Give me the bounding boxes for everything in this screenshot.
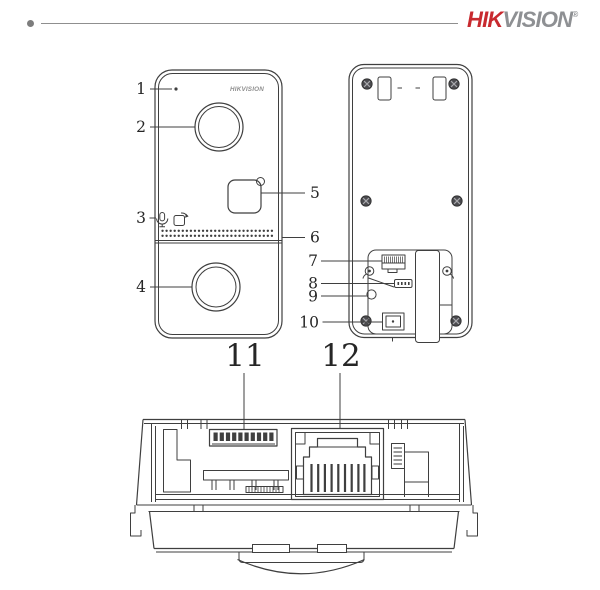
screws	[360, 78, 463, 327]
camera-lens	[194, 102, 244, 152]
bottom-cutout	[252, 544, 290, 553]
mounting-slot	[432, 76, 447, 101]
rear-recess	[362, 249, 454, 343]
bottom-cutout	[317, 544, 347, 553]
screw-icon	[360, 315, 372, 327]
callout-7: 7	[308, 252, 318, 270]
recess-detail-line	[368, 277, 395, 288]
callout-12: 12	[321, 338, 360, 374]
mounting-slot	[377, 76, 392, 101]
callout-9: 9	[308, 288, 318, 306]
lens-dome-arc	[237, 558, 365, 575]
callout-6: 6	[310, 229, 320, 247]
header-rule	[41, 23, 458, 24]
hikvision-logo: HIKVISION®	[467, 7, 578, 33]
card-swipe-icon	[173, 212, 189, 226]
back-outer-case	[348, 63, 473, 339]
microphone-hole	[174, 87, 178, 91]
back-view	[348, 63, 473, 343]
mic-icon	[156, 212, 169, 228]
bullet-dot	[27, 20, 34, 27]
front-inner-line	[158, 73, 279, 335]
front-outer-case	[154, 69, 283, 339]
left-bracket	[163, 429, 191, 493]
bottom-tab	[238, 552, 365, 563]
front-view: HIKVISION	[154, 69, 283, 339]
mount-hook-right	[466, 505, 478, 537]
bottom-outline	[130, 418, 478, 575]
screw-icon	[448, 78, 460, 90]
panel-seam-lines	[155, 240, 282, 244]
device-brand-text: HIKVISION	[230, 86, 264, 93]
edge-ticks	[181, 419, 408, 429]
callout-5: 5	[310, 184, 320, 202]
callout-11: 11	[225, 338, 264, 374]
rj45-port	[290, 427, 385, 501]
callout-leader-lines	[149, 88, 394, 430]
bottom-internals	[151, 424, 464, 502]
bottom-view	[130, 418, 478, 575]
callout-2: 2	[136, 118, 146, 136]
rj45-pins	[310, 464, 366, 492]
callout-10: 10	[299, 314, 319, 332]
callout-numbers: 1 2 3 4 5 6 7 8 9 10 11 12	[136, 80, 361, 374]
screw-icon	[360, 195, 372, 207]
reset-button	[366, 289, 377, 300]
screw-icon	[451, 195, 463, 207]
logo-hik-text: HIK	[467, 7, 503, 32]
callout-8: 8	[308, 275, 318, 293]
tamper-button	[382, 312, 405, 342]
usb-debug-port	[394, 279, 413, 288]
callout-3: 3	[136, 209, 146, 227]
card-reading-area	[227, 177, 265, 214]
callout-1: 1	[136, 80, 146, 98]
flange-screw-hole	[442, 266, 454, 279]
flange-screw-hole	[362, 266, 375, 279]
center-bracket	[203, 470, 289, 481]
callout-4: 4	[136, 278, 146, 296]
logo-vision-text: VISION	[502, 7, 574, 32]
call-button	[191, 262, 241, 312]
speaker-grille-dots	[161, 229, 274, 237]
screw-icon	[361, 78, 373, 90]
terminal-block	[381, 254, 406, 273]
screw-icon	[450, 315, 462, 327]
logo-trademark: ®	[572, 10, 579, 19]
mount-hook-left	[130, 505, 142, 537]
terminal-block-bottom	[208, 428, 278, 447]
cable-channel	[415, 250, 440, 343]
